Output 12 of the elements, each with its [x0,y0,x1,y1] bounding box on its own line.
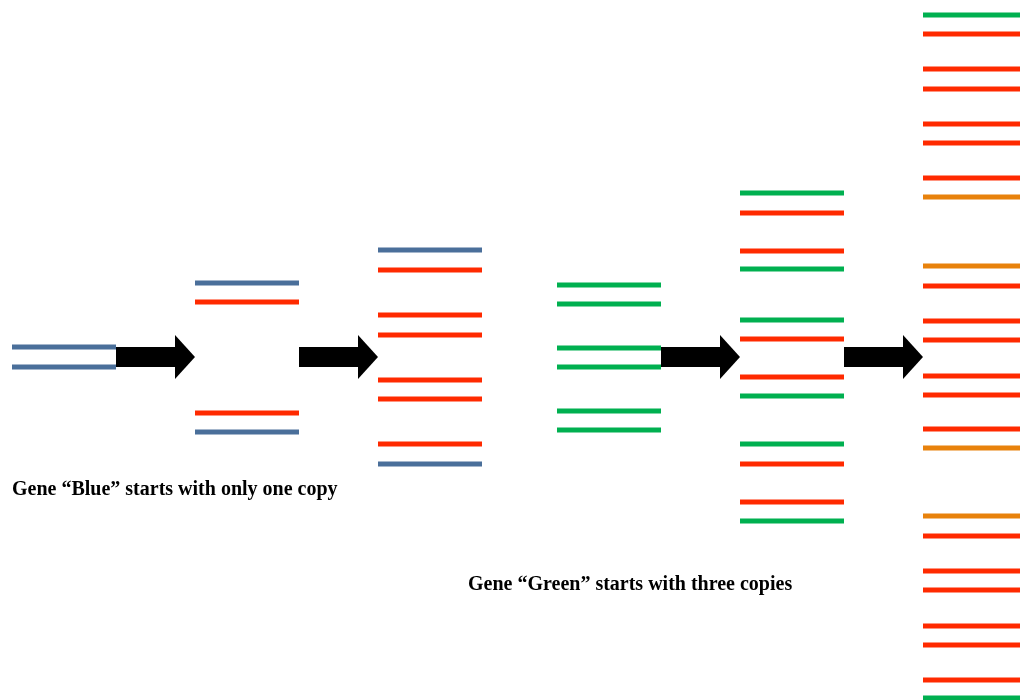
arrow [844,335,923,379]
dna-strands-drawing [740,190,844,524]
dna-strands-drawing [378,247,482,467]
dna-strands-drawing [195,280,299,435]
caption-text: Gene “Green” starts with three copies [468,572,793,595]
arrow [661,335,740,379]
caption-text: Gene “Blue” starts with only one copy [12,477,338,500]
dna-strands-drawing [12,344,116,370]
arrow [299,335,378,379]
dna-strands-drawing [923,12,1020,700]
dna-strands-drawing [557,282,661,433]
arrow [116,335,195,379]
